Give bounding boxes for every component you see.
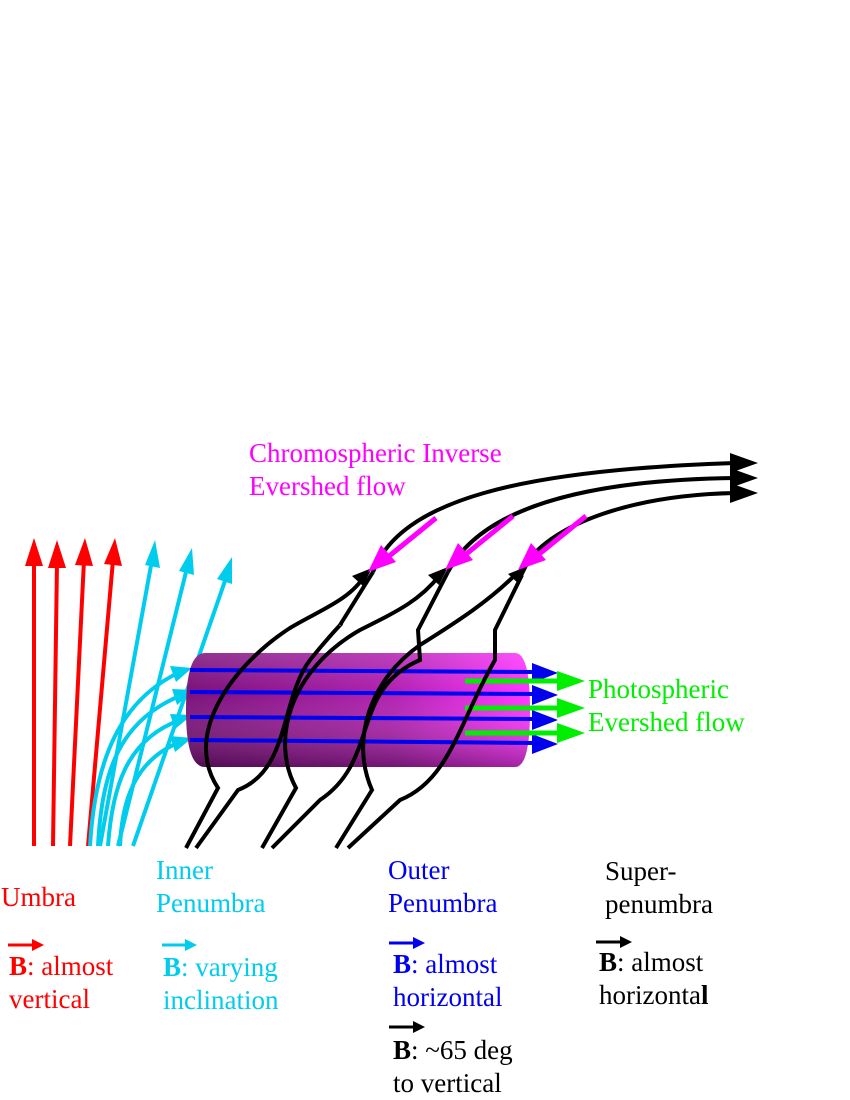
arrowhead-icon: [532, 710, 558, 730]
arrowhead-icon: [217, 557, 232, 584]
umbra-label: Umbra: [1, 882, 76, 912]
umbra-field-description: B: almost vertical: [9, 951, 114, 1014]
super-field-description: B: almost horizontal: [599, 947, 709, 1010]
arrowhead-icon: [557, 698, 585, 718]
wrapping-field-lines: [184, 570, 524, 850]
chromospheric-flow-arrow: [386, 516, 438, 559]
arrowhead-icon: [620, 936, 632, 948]
wrapping-field-line: [194, 570, 375, 850]
outer-field-description: B: almost horizontal: [393, 949, 503, 1012]
arrowhead-icon: [48, 540, 66, 568]
flux-tube: [186, 653, 530, 767]
inner-field-line: [98, 559, 154, 847]
arrowhead-icon: [185, 939, 197, 951]
wrapping-field-line: [260, 573, 442, 849]
wrapping-field-line: [184, 573, 367, 849]
arrowhead-icon: [730, 468, 758, 488]
inner-field-line: [88, 670, 181, 847]
arrowhead-icon: [730, 483, 758, 503]
outer-penumbra-label: Outer Penumbra: [388, 855, 498, 918]
inner-field-line: [96, 693, 183, 847]
arrowhead-icon: [179, 548, 194, 575]
umbra-field-line: [86, 559, 115, 847]
arrowhead-icon: [445, 543, 473, 570]
superpenumbra-label: Super- penumbra: [605, 856, 713, 919]
inner-field-line: [118, 740, 181, 847]
arrowhead-icon: [413, 1021, 425, 1033]
arrowhead-icon: [75, 538, 93, 566]
chromospheric-flow-arrow: [536, 514, 588, 557]
arrowhead-icon: [730, 453, 758, 473]
arrowhead-icon: [170, 736, 192, 752]
arrowhead-icon: [104, 538, 122, 566]
superpenumbra-field-line: [446, 476, 736, 573]
inner-penumbra-arrowheads: [145, 540, 232, 752]
arrowhead-icon: [352, 568, 372, 586]
inner-field-description: B: varying inclination: [163, 952, 279, 1015]
outer-field-line: [189, 668, 536, 674]
arrowhead-icon: [368, 545, 396, 572]
wrapping-field-line: [334, 573, 517, 850]
arrowhead-icon: [557, 671, 585, 691]
umbra-field-lines: [25, 538, 122, 847]
chromospheric-flow-arrow: [463, 514, 515, 557]
arrowhead-icon: [145, 540, 160, 568]
arrowhead-icon: [557, 723, 585, 743]
superpenumbra-field-line: [518, 491, 736, 574]
umbra-field-line: [68, 559, 86, 847]
superpenumbra-arrowheads: [730, 453, 758, 503]
inner-field-line: [106, 718, 181, 847]
arrowhead-icon: [532, 685, 558, 705]
arrowhead-icon: [428, 567, 448, 585]
arrowhead-icon: [25, 538, 43, 566]
inner-field-line: [131, 577, 228, 847]
outer-field-line: [189, 715, 536, 721]
inner-penumbra-label: Inner Penumbra: [156, 855, 266, 918]
vector-marks: [8, 936, 632, 1033]
arrowhead-icon: [170, 666, 192, 682]
arrowhead-icon: [518, 543, 546, 570]
superpenumbra-field-line: [371, 461, 736, 573]
photospheric-flow-label: Photospheric Evershed flow: [588, 674, 745, 737]
wrapping-arrowheads: [352, 566, 528, 586]
arrowhead-icon: [532, 734, 558, 754]
arrowhead-icon: [32, 939, 44, 951]
wrapping-field-line: [346, 574, 524, 850]
umbra-field-line: [51, 561, 59, 847]
arrowhead-icon: [413, 937, 425, 949]
chromospheric-flow-label: Chromospheric Inverse Evershed flow: [249, 438, 502, 501]
outer-field-line: [189, 690, 536, 696]
arrowhead-icon: [532, 663, 558, 683]
photospheric-flow-arrows: [465, 671, 585, 743]
inner-penumbra-field-lines: [88, 559, 228, 847]
inner-field-line: [116, 567, 189, 847]
outer-alt-field-description: B: ~65 deg to vertical: [393, 1035, 513, 1098]
chromospheric-flow-arrows: [368, 514, 588, 572]
